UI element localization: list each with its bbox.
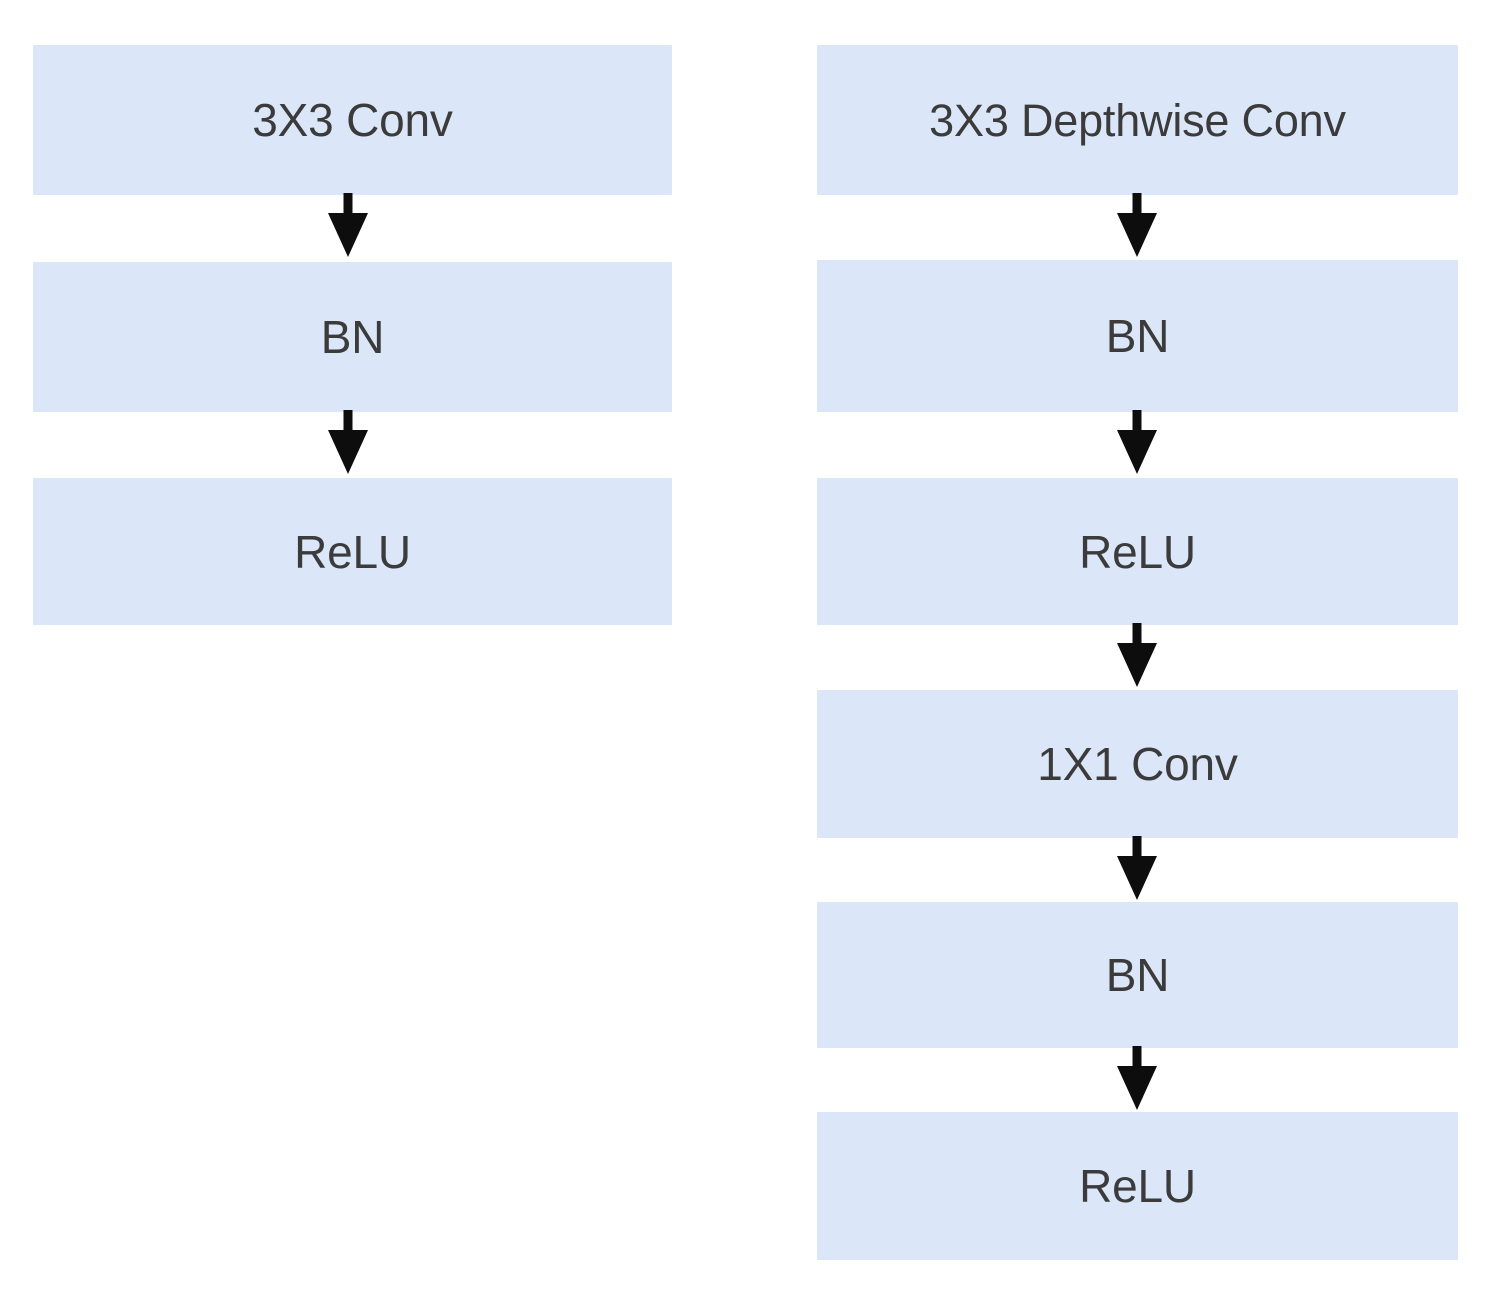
block-depthwise-bn-2[interactable]: BN	[817, 902, 1458, 1048]
down-arrow-icon	[1110, 836, 1164, 902]
standard-conv-column: 3X3 Conv BN ReLU	[33, 45, 672, 625]
block-label: BN	[320, 311, 385, 363]
down-arrow-icon	[321, 410, 375, 476]
down-arrow-icon	[1110, 623, 1164, 689]
depthwise-separable-conv-column: 3X3 Depthwise Conv BN ReLU 1X1 Conv	[749, 0, 1498, 1310]
block-label: 3X3 Conv	[252, 94, 453, 146]
down-arrow-icon	[1110, 410, 1164, 476]
block-depthwise-bn-1[interactable]: BN	[817, 260, 1458, 412]
down-arrow-icon	[1110, 1046, 1164, 1112]
down-arrow-icon	[321, 193, 375, 259]
block-label: BN	[1105, 310, 1170, 362]
block-standard-conv-3x3conv[interactable]: 3X3 Conv	[33, 45, 672, 195]
block-label: ReLU	[1079, 1160, 1196, 1212]
block-depthwise-3x3-depthwise-conv[interactable]: 3X3 Depthwise Conv	[817, 45, 1458, 195]
block-depthwise-1x1conv[interactable]: 1X1 Conv	[817, 690, 1458, 838]
block-label: BN	[1105, 949, 1170, 1001]
block-standard-conv-bn[interactable]: BN	[33, 262, 672, 412]
block-depthwise-relu-2[interactable]: ReLU	[817, 1112, 1458, 1260]
block-label: 1X1 Conv	[1037, 738, 1238, 790]
block-label: ReLU	[1079, 525, 1196, 578]
block-label: 3X3 Depthwise Conv	[929, 94, 1346, 146]
block-standard-conv-relu[interactable]: ReLU	[33, 478, 672, 625]
down-arrow-icon	[1110, 193, 1164, 259]
block-depthwise-relu-1[interactable]: ReLU	[817, 478, 1458, 625]
block-label: ReLU	[294, 525, 411, 578]
